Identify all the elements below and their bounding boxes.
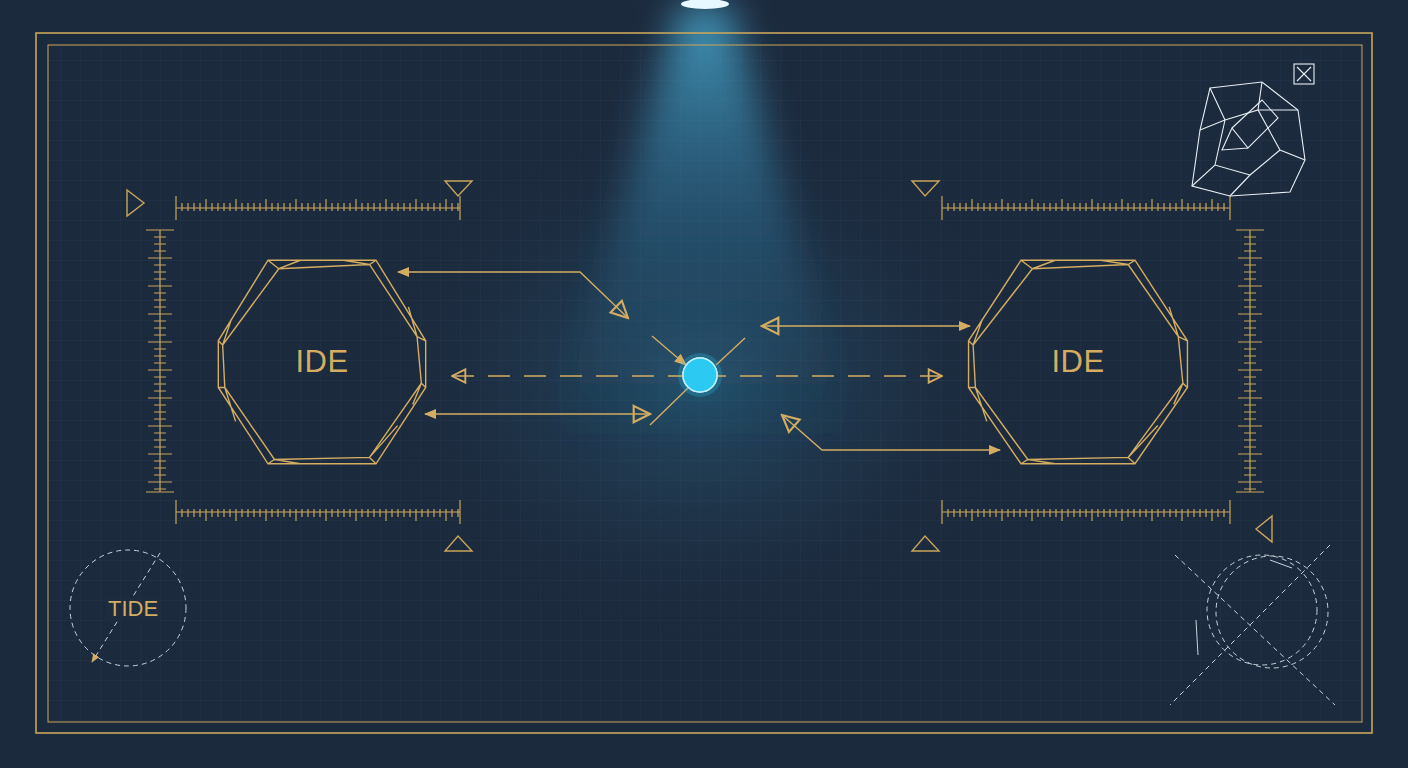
circle-label: TIDE [106, 597, 160, 621]
node-label: IDE [1051, 344, 1104, 380]
node-label: IDE [295, 344, 348, 380]
hexagon-node: IDE [214, 256, 430, 468]
hub-dot [683, 358, 717, 392]
hexagon-node: IDE [964, 256, 1192, 468]
